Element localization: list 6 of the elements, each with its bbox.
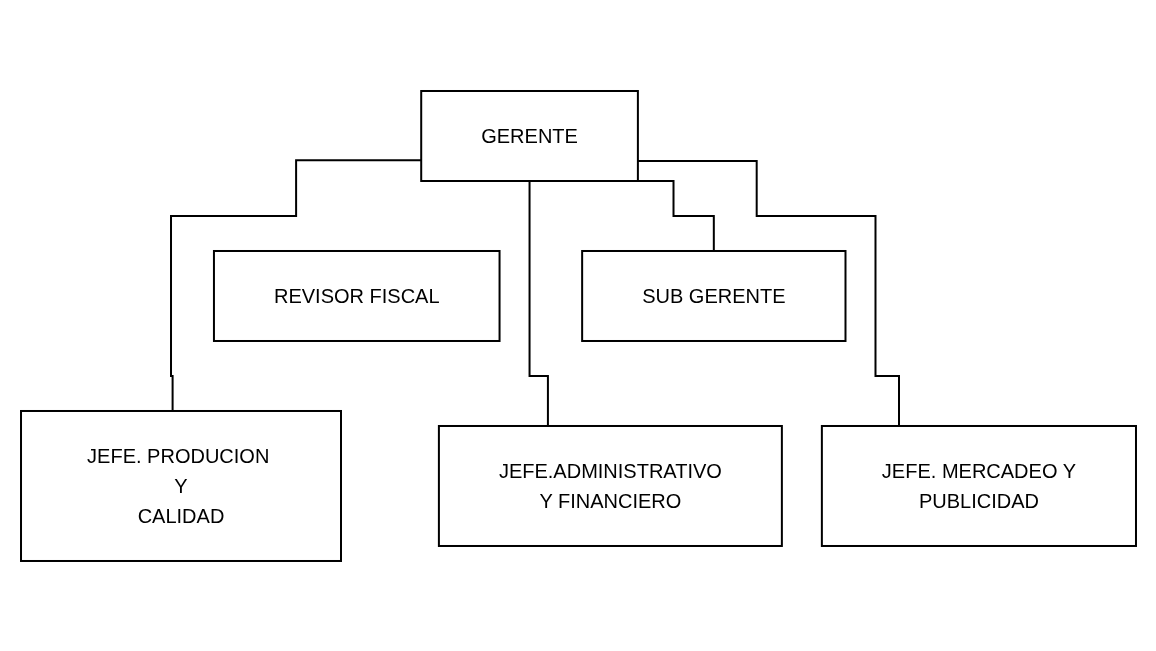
node-box: SUB GERENTE [580,249,846,342]
node-box: JEFE. MERCADEO Y PUBLICIDAD [820,424,1137,547]
node-box: JEFE. PRODUCION Y CALIDAD [19,409,342,562]
node-box: GERENTE [419,89,639,182]
node-box: REVISOR FISCAL [212,249,501,342]
node-box: JEFE.ADMINISTRATIVO Y FINANCIERO [437,424,783,547]
